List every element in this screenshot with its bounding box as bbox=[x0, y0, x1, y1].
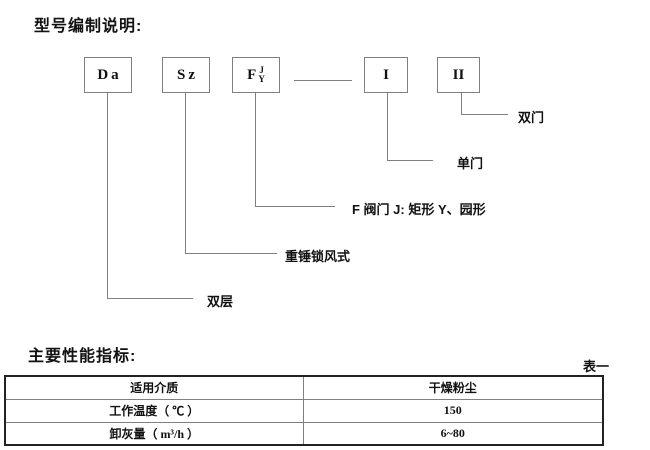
connector-da-vertical bbox=[107, 93, 108, 298]
model-box-sz-label: Sz bbox=[177, 66, 198, 83]
model-box-i: I bbox=[364, 57, 408, 93]
param-cell: 卸灰量（ m³/h ） bbox=[4, 421, 304, 446]
table-row: 卸灰量（ m³/h ） 6~80 bbox=[4, 421, 604, 446]
model-box-fjy-label: F J Y bbox=[247, 64, 265, 85]
value-cell: 150 bbox=[302, 398, 604, 423]
model-box-fjy-stack: J Y bbox=[258, 64, 265, 85]
connector-da-horizontal bbox=[107, 298, 193, 299]
specs-title: 主要性能指标: bbox=[28, 348, 137, 365]
model-box-fjy-sup: J bbox=[259, 64, 264, 75]
connector-fjy-horizontal bbox=[255, 206, 335, 207]
model-box-sz: Sz bbox=[162, 57, 210, 93]
label-double-door: 双门 bbox=[518, 110, 545, 125]
model-box-fjy-sub: Y bbox=[258, 74, 265, 84]
model-box-fjy-main: F bbox=[247, 66, 257, 83]
param-cell: 工作温度（ ℃ ） bbox=[4, 398, 304, 423]
connector-i-vertical bbox=[387, 93, 388, 160]
param-cell: 适用介质 bbox=[4, 375, 304, 400]
connector-fjy-vertical bbox=[255, 93, 256, 206]
model-box-da-label: Da bbox=[97, 66, 122, 83]
table-caption: 表一 bbox=[583, 359, 610, 374]
specs-table: 适用介质 干燥粉尘 工作温度（ ℃ ） 150 卸灰量（ m³/h ） 6~80 bbox=[4, 375, 604, 446]
value-cell: 干燥粉尘 bbox=[302, 375, 604, 400]
connector-sz-vertical bbox=[185, 93, 186, 253]
label-hammer-lock: 重锤锁风式 bbox=[285, 249, 351, 264]
connector-dash-fjy-i bbox=[294, 80, 352, 81]
table-row: 工作温度（ ℃ ） 150 bbox=[4, 398, 604, 423]
model-box-i-label: I bbox=[383, 66, 389, 83]
connector-sz-horizontal bbox=[185, 253, 277, 254]
model-box-ii-label: II bbox=[452, 66, 465, 83]
connector-i-horizontal bbox=[387, 160, 433, 161]
model-designation-title: 型号编制说明: bbox=[34, 18, 143, 35]
label-valve-type: F 阀门 J: 矩形 Y、园形 bbox=[352, 202, 486, 217]
model-box-fjy: F J Y bbox=[232, 57, 280, 93]
value-cell: 6~80 bbox=[302, 421, 604, 446]
table-row: 适用介质 干燥粉尘 bbox=[4, 375, 604, 400]
model-box-ii: II bbox=[437, 57, 480, 93]
label-single-door: 单门 bbox=[457, 156, 484, 171]
label-double-layer: 双层 bbox=[207, 294, 234, 309]
model-box-da: Da bbox=[84, 57, 132, 93]
connector-ii-vertical bbox=[461, 93, 462, 114]
connector-ii-horizontal bbox=[461, 114, 508, 115]
